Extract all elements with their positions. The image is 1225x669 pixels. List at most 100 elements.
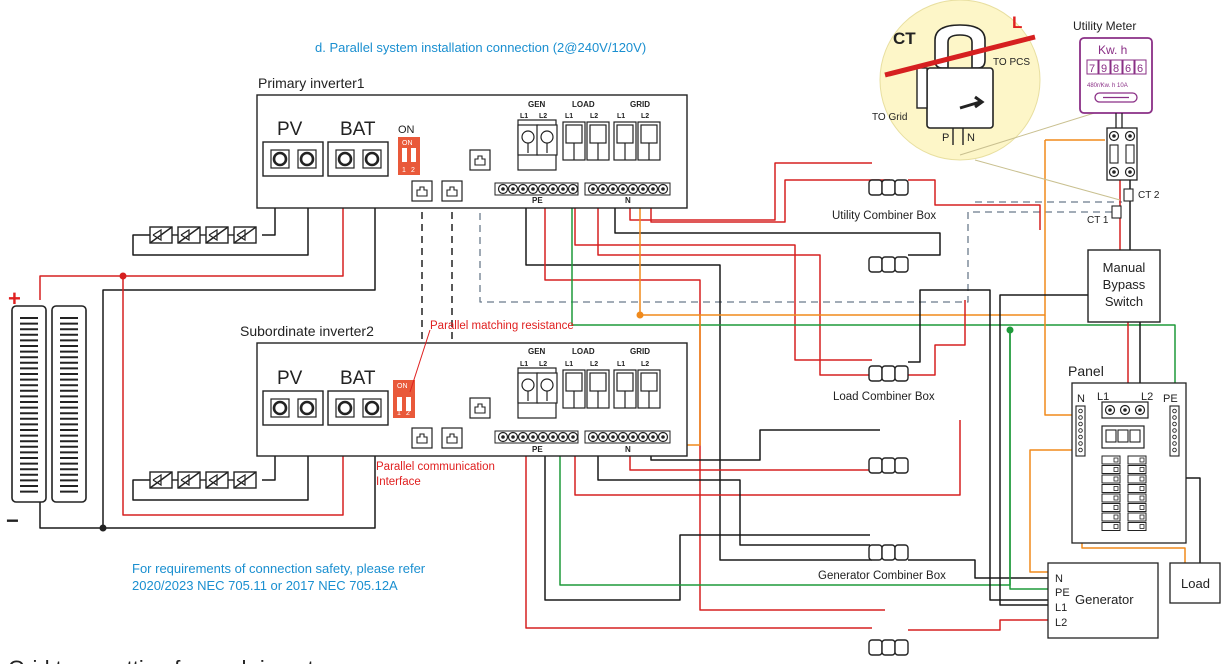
- inv2-load-l2: [597, 425, 870, 546]
- meter-digit: 9: [1101, 63, 1107, 75]
- wires: [39, 139, 1201, 631]
- utility-combiner-box: [868, 179, 909, 196]
- junction-dots: [99, 272, 1014, 532]
- inv2-n-label: N: [625, 445, 631, 454]
- inv1-parallel-port-a[interactable]: [411, 180, 433, 202]
- panel-title: Panel: [1068, 363, 1104, 379]
- battery-negative-wire: [39, 410, 376, 529]
- inv2-gen-l1: [525, 425, 872, 629]
- inv2-phase-l2: L2: [539, 361, 547, 368]
- ct1-sensor: CT 1: [1087, 205, 1122, 226]
- parallel-comm-label-2: Interface: [376, 476, 421, 488]
- generator-pe: PE: [1055, 587, 1070, 599]
- inv1-parallel-port-b[interactable]: [441, 180, 463, 202]
- parallel-resistance-label: Parallel matching resistance: [430, 320, 574, 332]
- inv2-parallel-port-a[interactable]: [411, 427, 433, 449]
- distribution-panel: Panel N L1 L2 PE: [1068, 363, 1187, 544]
- resistance-pointer: [409, 329, 431, 393]
- ct-signal-dashed-wire: [479, 165, 1118, 303]
- inv1-terminal-screws: [494, 182, 671, 196]
- ct-line-conductor: [884, 34, 1036, 78]
- panel-n-label: N: [1077, 393, 1085, 405]
- inv2-dip-switch[interactable]: ON 1 2: [393, 380, 415, 418]
- inv2-parallel-port-b[interactable]: [441, 427, 463, 449]
- inv1-dip-on-small: ON: [402, 140, 413, 147]
- generator-l2: L2: [1055, 617, 1067, 629]
- inv1-load-label: LOAD: [572, 100, 595, 109]
- generator-combiner-label: Generator Combiner Box: [818, 570, 946, 582]
- inv2-dip-2: 2: [406, 410, 410, 417]
- generator-combiner-box: [868, 544, 909, 561]
- ct2-sensor: CT 2: [1123, 188, 1160, 202]
- inv2-gen-l2: [544, 425, 870, 601]
- bypass-to-generator-black: [999, 294, 1088, 606]
- inv1-ct-port[interactable]: [469, 149, 491, 171]
- inv2-phase-l2: L2: [590, 361, 598, 368]
- pv-string-1: [149, 226, 257, 244]
- panel-branch-breakers: [1101, 455, 1147, 531]
- inv2-terminal-screws: [494, 430, 671, 444]
- pv2-string-return: [132, 410, 309, 501]
- subordinate-inverter: Subordinate inverter2 PV BAT ON 1 2 GEN …: [240, 323, 688, 457]
- gen-combiner-out: [908, 559, 1048, 579]
- inv1-dip-switch[interactable]: ON 1 2: [398, 137, 420, 175]
- diagram-title: d. Parallel system installation connecti…: [315, 40, 646, 55]
- inv1-n-wire: [614, 175, 941, 256]
- inv1-dip-1: 1: [402, 167, 406, 174]
- inv1-phase-l2: L2: [641, 113, 649, 120]
- gen-pe-green: [1009, 330, 1048, 590]
- footer-heading: Grid type setting for each inverter: [8, 656, 333, 664]
- load-combiner-box-2: [868, 457, 909, 474]
- inv1-load-l2: [597, 175, 890, 376]
- meter-spec: 480r/Kw. h 10A: [1087, 83, 1128, 89]
- ct-title: CT: [893, 29, 916, 48]
- inv2-bat-label: BAT: [340, 368, 376, 389]
- inv1-pe-green: [571, 175, 1075, 326]
- inv1-gen-label: GEN: [528, 100, 546, 109]
- ct-n-label: N: [967, 132, 975, 144]
- battery-plus-label: +: [8, 286, 21, 311]
- inv1-orange-wire: [639, 140, 1046, 316]
- generator-combiner-box-2: [868, 639, 909, 656]
- inv2-bat-pos-wire: [122, 276, 344, 516]
- inv1-dip-on-label: ON: [398, 124, 415, 136]
- inv1-phase-l1: L1: [565, 113, 573, 120]
- safety-note-line2: 2020/2023 NEC 705.11 or 2017 NEC 705.12A: [132, 578, 398, 593]
- inv2-phase-l1: L1: [565, 361, 573, 368]
- inv2-gen-label: GEN: [528, 347, 546, 356]
- primary-inverter-label: Primary inverter1: [258, 75, 365, 91]
- inv2-dip-on-small: ON: [397, 383, 408, 390]
- inv2-phase-l1: L1: [520, 361, 528, 368]
- inv1-dip-2: 2: [411, 167, 415, 174]
- orange-to-panel: [1044, 315, 1078, 416]
- safety-note-line1: For requirements of connection safety, p…: [132, 561, 426, 576]
- pv-string-2: [149, 471, 257, 489]
- generator-title: Generator: [1075, 592, 1134, 607]
- meter-breaker: [1106, 127, 1138, 181]
- pv1-string-return: [132, 160, 309, 256]
- load-box-label: Load: [1181, 576, 1210, 591]
- inv2-dip-1: 1: [397, 410, 401, 417]
- ct1-label: CT 1: [1087, 215, 1109, 226]
- green-to-panel-pe: [1075, 324, 1176, 395]
- inv1-gen-l1: [525, 175, 872, 561]
- manual-bypass-switch: Manual Bypass Switch: [1087, 249, 1161, 323]
- bypass-line1: Manual: [1103, 260, 1146, 275]
- panel-l1-label: L1: [1097, 391, 1109, 403]
- meter-title: Utility Meter: [1073, 19, 1136, 33]
- ct-p-label: P: [942, 132, 949, 144]
- inv2-load-label: LOAD: [572, 347, 595, 356]
- inv2-pv-label: PV: [277, 368, 303, 389]
- battery-positive-wire: [39, 160, 344, 300]
- generator-n: N: [1055, 573, 1063, 585]
- inv1-bat-label: BAT: [340, 119, 376, 140]
- ct-to-grid: TO Grid: [872, 112, 907, 123]
- inv1-grid-label: GRID: [630, 100, 650, 109]
- inv1-phase-l2: L2: [590, 113, 598, 120]
- inv2-ct-port[interactable]: [469, 397, 491, 419]
- meter-unit: Kw. h: [1098, 43, 1127, 57]
